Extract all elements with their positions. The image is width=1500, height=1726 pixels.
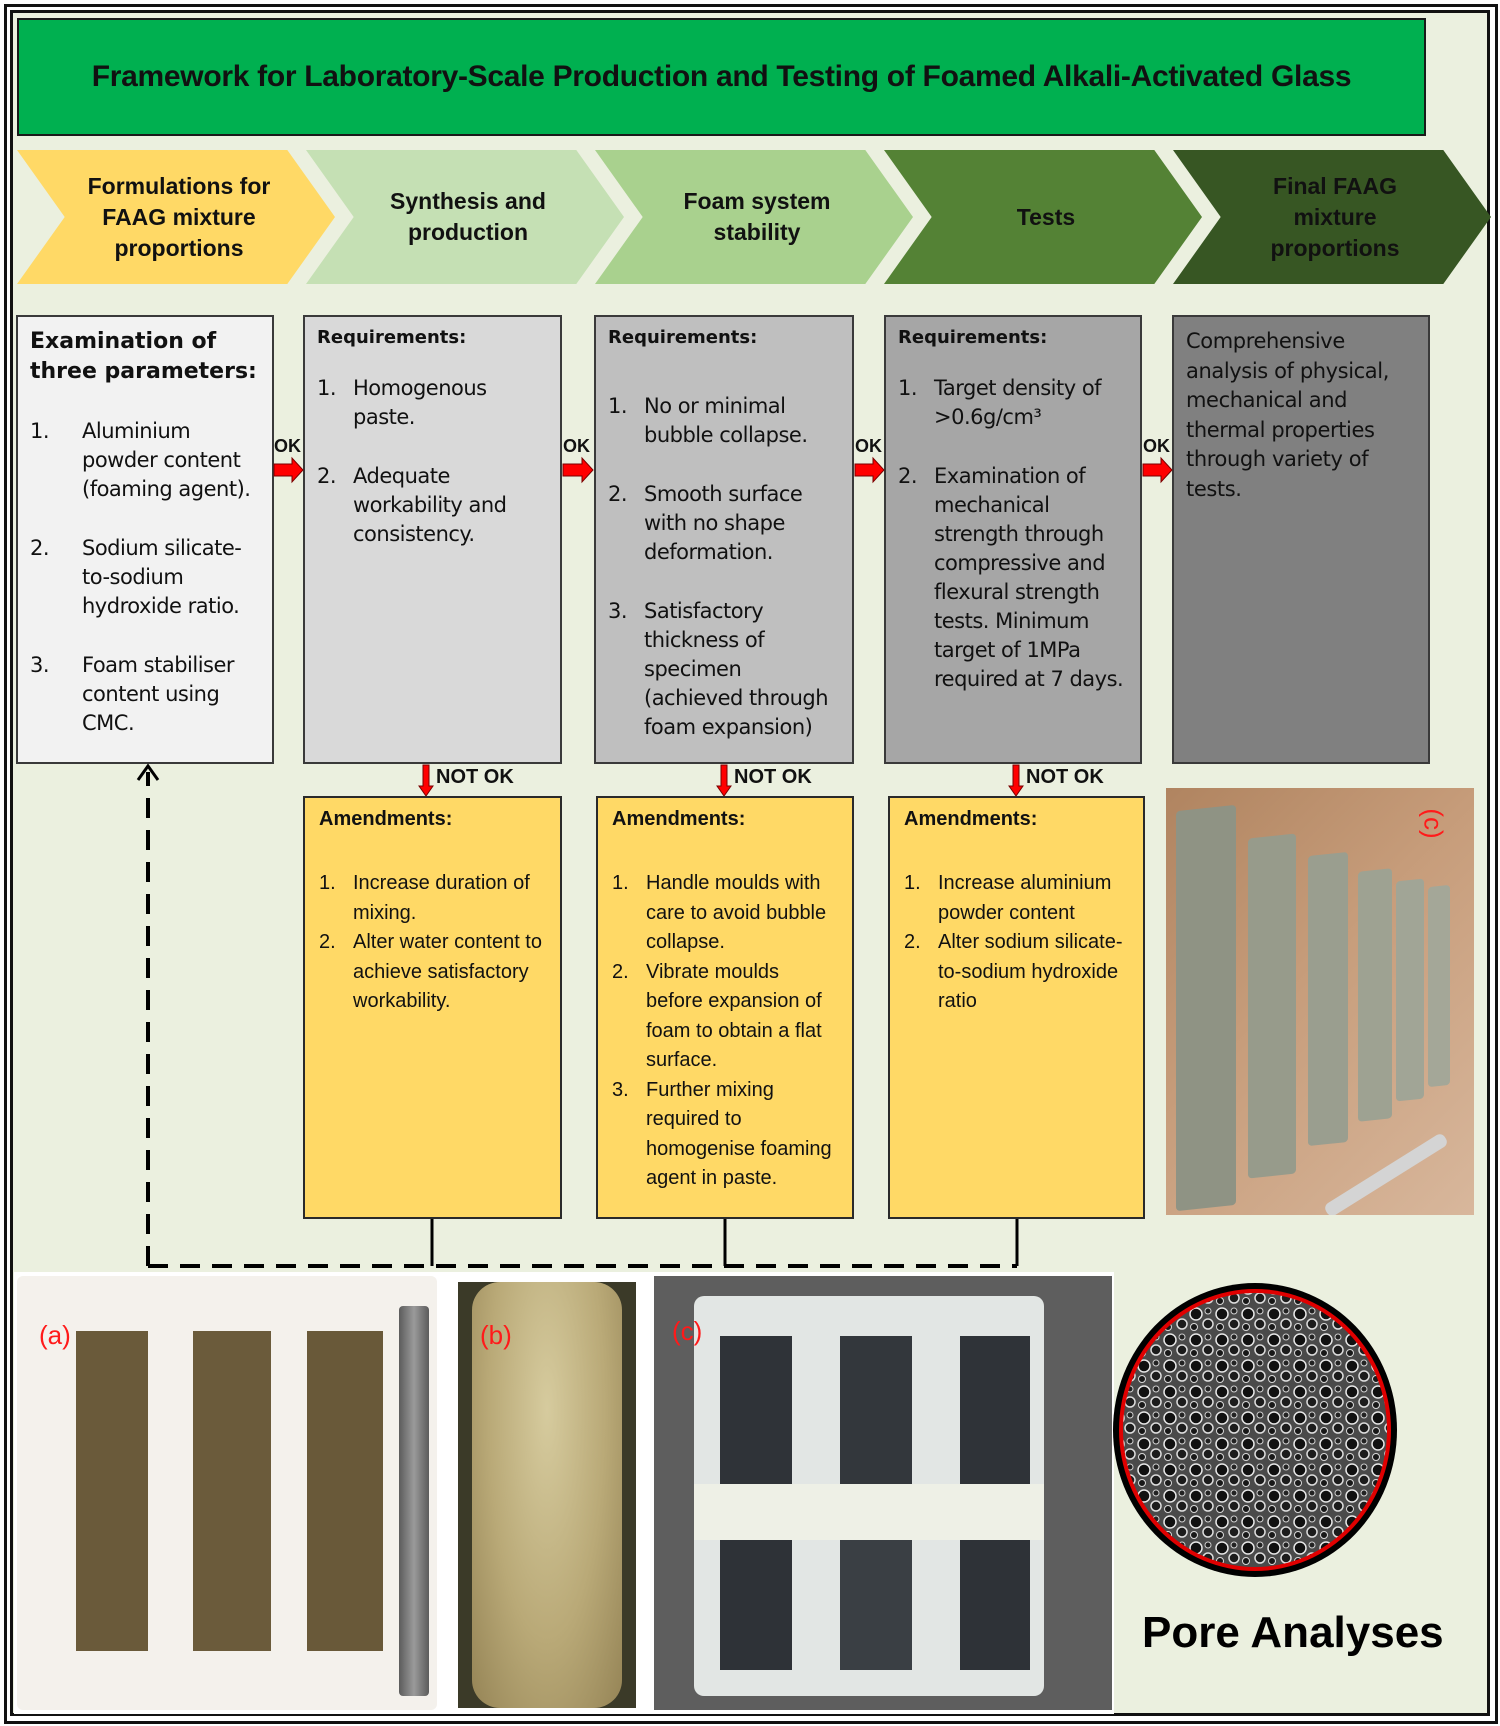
photo-label: (c): [672, 1316, 703, 1346]
foam-sample: [472, 1282, 622, 1708]
pen: [1322, 1131, 1450, 1215]
final-analysis-box: Comprehensive analysis of physical, mech…: [1172, 315, 1430, 764]
amendment-item: 2.Vibrate moulds before expansion of foa…: [612, 960, 822, 1072]
amendment-item: 3.Further mixing required to homogenise …: [612, 1078, 832, 1190]
requirements-box-synthesis: Requirements: 1.Homogenous paste. 2.Adeq…: [303, 315, 562, 764]
requirements-heading: Requirements:: [898, 327, 1048, 348]
mould-cavity: [960, 1540, 1030, 1670]
amendment-item: 1.Increase aluminium powder content: [904, 872, 1112, 924]
mould-cavity: [840, 1336, 912, 1486]
specimen-bar: [1428, 884, 1450, 1088]
stage-chevron-foam-stability: Foam system stability: [595, 150, 913, 284]
mould-cavity: [960, 1336, 1030, 1486]
amendment-item: 2.Alter sodium silicate-to-sodium hydrox…: [904, 931, 1123, 1012]
paste-strip: [193, 1331, 271, 1651]
requirements-box-tests: Requirements: 1.Target density of >0.6g/…: [884, 315, 1142, 764]
amendments-box-synthesis: Amendments: 1.Increase duration of mixin…: [303, 796, 562, 1219]
requirement-item: 2.Smooth surface with no shape deformati…: [608, 482, 803, 564]
stage-chevron-synthesis: Synthesis and production: [306, 150, 624, 284]
not-ok-label: NOT OK: [436, 766, 514, 788]
title-banner: Framework for Laboratory-Scale Productio…: [17, 18, 1426, 136]
amendments-heading: Amendments:: [904, 808, 1038, 830]
ok-arrow-right-icon: [1142, 456, 1173, 484]
amendment-item: 1.Handle moulds with care to avoid bubbl…: [612, 872, 827, 953]
requirement-item: 1.Target density of >0.6g/cm³: [898, 376, 1102, 429]
amendments-box-foam-stability: Amendments: 1.Handle moulds with care to…: [596, 796, 854, 1219]
pore-analysis-image: [1113, 1283, 1397, 1577]
parameter-item: 1.Aluminium powder content (foaming agen…: [30, 419, 251, 501]
specimen-bar: [1396, 878, 1424, 1102]
photo-label: (b): [480, 1320, 512, 1350]
requirement-item: 1.Homogenous paste.: [317, 376, 487, 429]
amendments-heading: Amendments:: [612, 808, 746, 830]
requirement-item: 3.Satisfactory thickness of specimen (ac…: [608, 599, 829, 739]
amendments-heading: Amendments:: [319, 808, 453, 830]
page-title: Framework for Laboratory-Scale Productio…: [91, 60, 1352, 93]
specimens-photo: (c): [1166, 788, 1474, 1215]
wrapped-mould-photo: (c): [654, 1276, 1112, 1710]
ok-arrow-right-icon: [273, 456, 304, 484]
ok-label: OK: [855, 436, 882, 456]
amendment-item: 2.Alter water content to achieve satisfa…: [319, 931, 542, 1012]
pore-micrograph: [1123, 1293, 1387, 1567]
mould-photo: (a): [17, 1276, 437, 1710]
ok-arrow-right-icon: [562, 456, 594, 484]
specimen-bar: [1248, 833, 1296, 1179]
pore-analyses-title: Pore Analyses: [1142, 1608, 1444, 1657]
requirement-item: 1.No or minimal bubble collapse.: [608, 394, 808, 447]
ok-label: OK: [1143, 436, 1170, 456]
mould-cavity: [840, 1540, 912, 1670]
mould-cavity: [720, 1540, 792, 1670]
sample-photo: (b): [458, 1282, 636, 1708]
stage-chevron-tests: Tests: [884, 150, 1202, 284]
ruler: [399, 1306, 429, 1696]
specimen-bar: [1358, 868, 1392, 1122]
stage-chevron-formulations: Formulations for FAAG mixture proportion…: [17, 150, 335, 284]
amendment-item: 1.Increase duration of mixing.: [319, 872, 530, 924]
requirements-box-foam-stability: Requirements: 1.No or minimal bubble col…: [594, 315, 854, 764]
ok-arrow-right-icon: [854, 456, 885, 484]
tape-band: [694, 1484, 1044, 1540]
stage-chevron-final: Final FAAG mixture proportions: [1173, 150, 1491, 284]
stage-label: Synthesis and production: [390, 188, 546, 245]
photo-label: (a): [39, 1320, 71, 1350]
stage-label: Tests: [1016, 203, 1076, 230]
photo-label: (c): [1418, 808, 1449, 839]
final-analysis-text: Comprehensive analysis of physical, mech…: [1186, 329, 1389, 501]
stage-label: Final FAAG mixture proportions: [1270, 172, 1400, 261]
requirements-heading: Requirements:: [608, 327, 758, 348]
requirement-item: 2.Examination of mechanical strength thr…: [898, 464, 1124, 691]
amendments-box-tests: Amendments: 1.Increase aluminium powder …: [888, 796, 1145, 1219]
specimen-bar: [1308, 851, 1348, 1147]
not-ok-arrow-down-icon: [418, 764, 434, 797]
parameter-item: 2.Sodium silicate-to-sodium hydroxide ra…: [30, 536, 242, 618]
parameters-box: Examination of three parameters: 1.Alumi…: [16, 315, 274, 764]
stage-label: Foam system stability: [683, 188, 831, 245]
requirement-item: 2.Adequate workability and consistency.: [317, 464, 507, 546]
stage-label: Formulations for FAAG mixture proportion…: [87, 172, 271, 261]
not-ok-arrow-down-icon: [1008, 764, 1024, 797]
parameter-item: 3.Foam stabiliser content using CMC.: [30, 653, 235, 735]
mould-cavity: [720, 1336, 792, 1486]
parameters-heading: Examination of three parameters:: [30, 329, 257, 384]
ok-label: OK: [563, 436, 590, 456]
feedback-arrowhead-icon: [136, 763, 160, 781]
not-ok-label: NOT OK: [1026, 766, 1104, 788]
paste-strip: [76, 1331, 148, 1651]
specimen-bar: [1176, 804, 1236, 1212]
paste-strip: [307, 1331, 383, 1651]
not-ok-label: NOT OK: [734, 766, 812, 788]
ok-label: OK: [274, 436, 301, 456]
not-ok-arrow-down-icon: [716, 764, 732, 797]
requirements-heading: Requirements:: [317, 327, 467, 348]
